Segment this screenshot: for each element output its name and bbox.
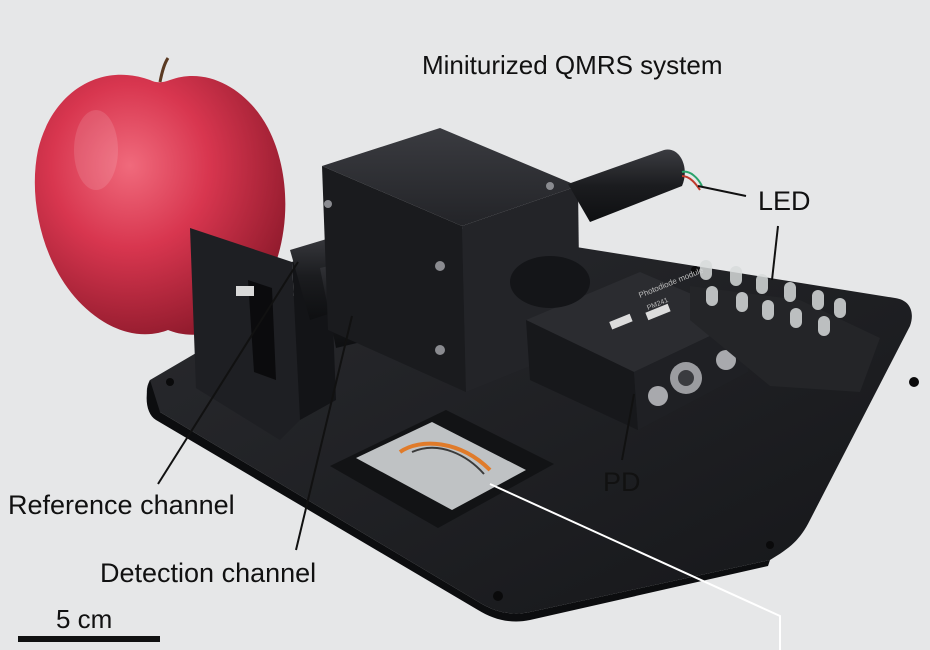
- sample-chip: [330, 410, 554, 528]
- led-bulb: [818, 316, 830, 336]
- led-grid: [700, 260, 846, 336]
- reference-channel-label: Reference channel: [8, 490, 235, 520]
- led-bulb: [706, 286, 718, 306]
- led-bulb: [834, 298, 846, 318]
- pd-leader-line: [621, 393, 635, 461]
- detection-channel-label: Detection channel: [100, 558, 317, 588]
- led-array-leader-line: [771, 225, 779, 281]
- led-bulb: [700, 260, 712, 280]
- led-bulb: [784, 282, 796, 302]
- led-bulb: [736, 292, 748, 312]
- figure-title: Miniturized QMRS system: [422, 50, 723, 80]
- led-bulb: [812, 290, 824, 310]
- led-leader-line: [697, 185, 747, 197]
- led-bulb: [730, 266, 742, 286]
- detection-leader-line: [295, 315, 353, 551]
- scale-bar-label: 5 cm: [56, 604, 113, 634]
- led-bulb: [756, 274, 768, 294]
- led-array: [690, 260, 880, 392]
- led-bulb: [790, 308, 802, 328]
- scale-bar: [18, 636, 160, 642]
- led-tube: [568, 149, 703, 222]
- led-label: LED: [758, 186, 811, 216]
- chip-leader-line: [489, 483, 781, 650]
- leader-lines: [157, 185, 779, 551]
- reference-leader-line: [157, 261, 299, 485]
- led-bulb: [762, 300, 774, 320]
- pd-label: PD: [603, 467, 641, 497]
